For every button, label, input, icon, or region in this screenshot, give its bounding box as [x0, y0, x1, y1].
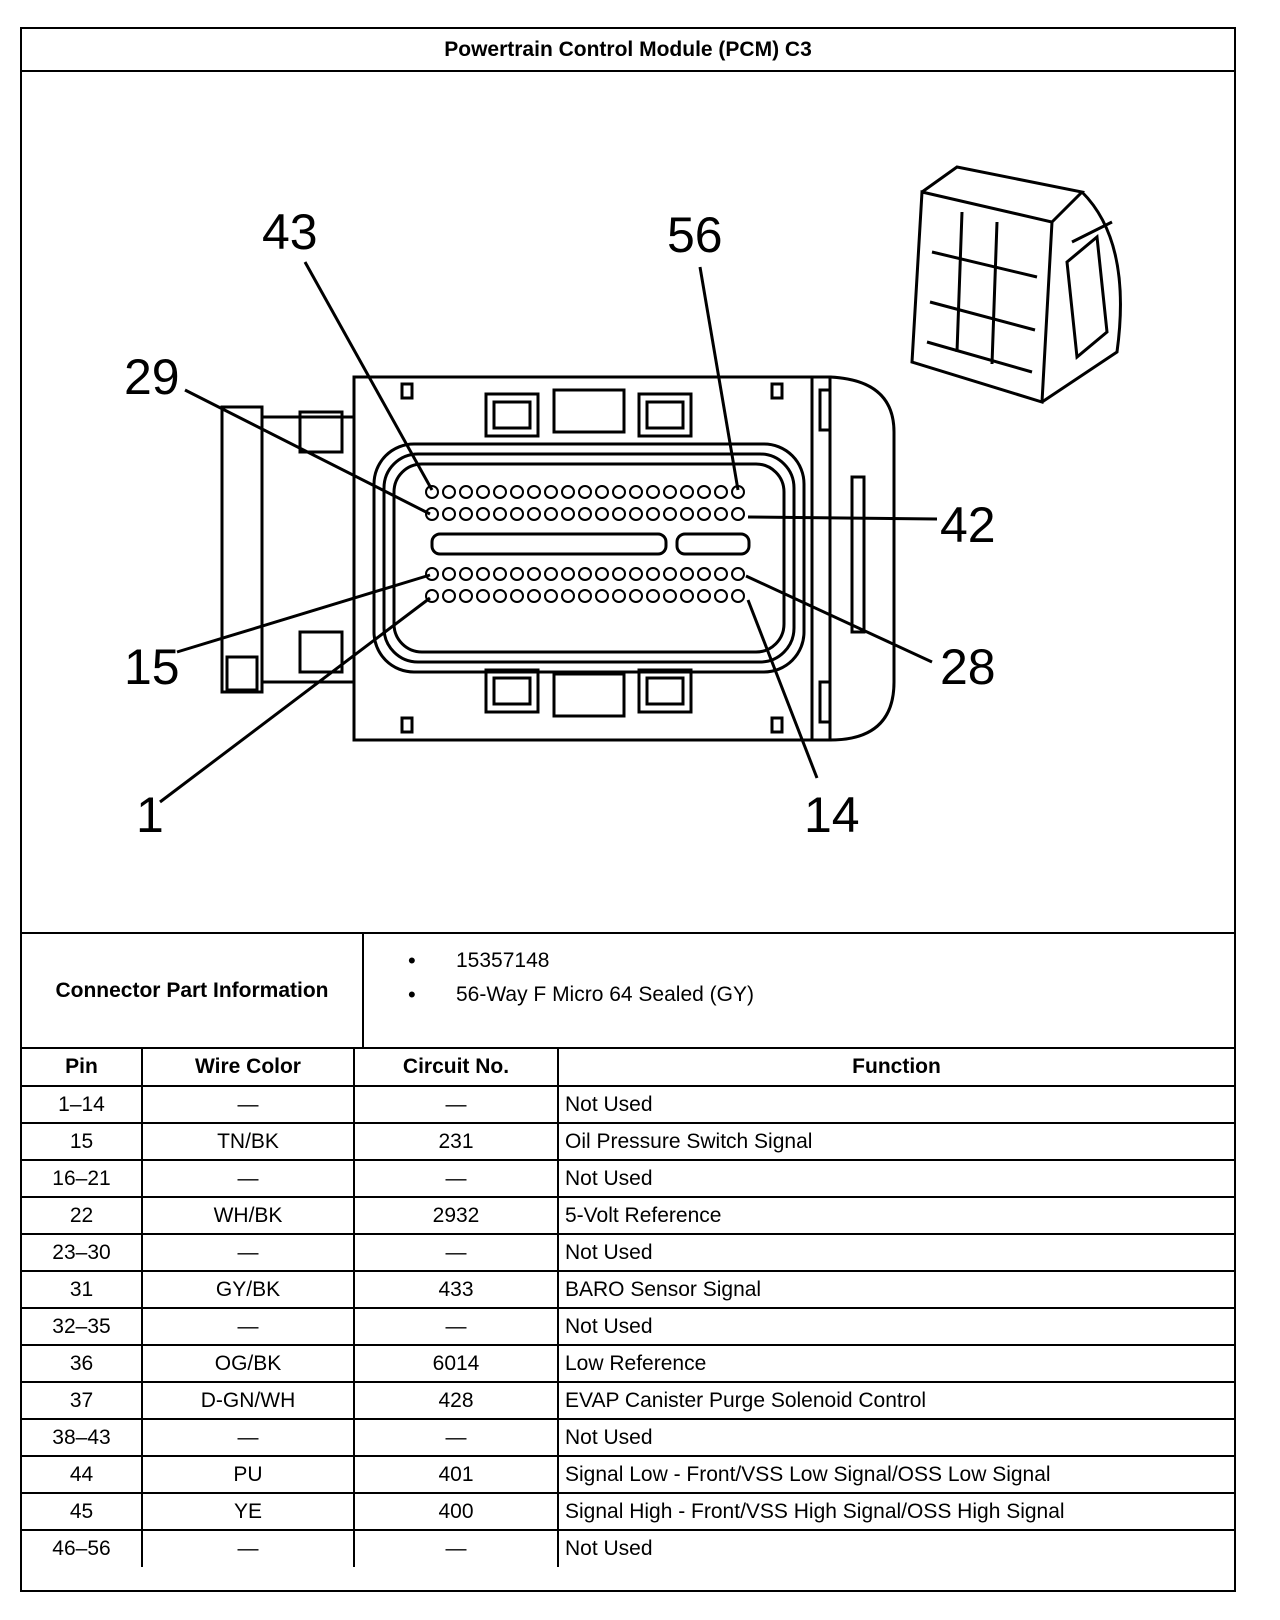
function-cell: Not Used [557, 1159, 1234, 1198]
pin-cell: 15 [22, 1122, 143, 1161]
circuit-cell: — [353, 1233, 559, 1272]
wire-color-cell: — [141, 1085, 355, 1124]
connector-part-information: Connector Part Information 15357148 56-W… [22, 932, 1234, 1049]
wire-color-cell: TN/BK [141, 1122, 355, 1161]
lower-pin-cavities [425, 567, 745, 603]
circuit-cell: 231 [353, 1122, 559, 1161]
column-header-pin: Pin [22, 1049, 143, 1087]
function-cell: Not Used [557, 1307, 1234, 1346]
circuit-cell: — [353, 1085, 559, 1124]
pin-cell: 44 [22, 1455, 143, 1494]
wire-color-cell: WH/BK [141, 1196, 355, 1235]
callout-pin-29: 29 [124, 349, 180, 405]
table-header-row: Pin Wire Color Circuit No. Function [22, 1049, 1234, 1087]
connector-perspective-view [910, 165, 1122, 404]
callout-pin-56: 56 [667, 207, 723, 263]
callout-leaders [159, 261, 938, 804]
wire-color-cell: — [141, 1233, 355, 1272]
circuit-cell: — [353, 1418, 559, 1457]
wire-color-cell: D-GN/WH [141, 1381, 355, 1420]
circuit-cell: 6014 [353, 1344, 559, 1383]
connector-diagram: 43 56 29 42 15 28 1 14 [22, 72, 1234, 932]
wire-color-cell: GY/BK [141, 1270, 355, 1309]
callout-pin-42: 42 [940, 497, 996, 553]
pin-cell: 1–14 [22, 1085, 143, 1124]
page-title: Powertrain Control Module (PCM) C3 [22, 29, 1234, 72]
wire-color-cell: — [141, 1529, 355, 1567]
circuit-cell: — [353, 1307, 559, 1346]
function-cell: Not Used [557, 1233, 1234, 1272]
part-number: 15357148 [404, 944, 754, 978]
column-header-circuit-no: Circuit No. [353, 1049, 559, 1087]
connector-info-list: 15357148 56-Way F Micro 64 Sealed (GY) [404, 944, 754, 1012]
circuit-cell: 401 [353, 1455, 559, 1494]
wire-color-cell: OG/BK [141, 1344, 355, 1383]
callout-pin-28: 28 [940, 639, 996, 695]
table-row: 38–43——Not Used [22, 1418, 1234, 1457]
callout-pin-14: 14 [804, 787, 860, 843]
table-row: 23–30——Not Used [22, 1233, 1234, 1272]
pin-cell: 23–30 [22, 1233, 143, 1272]
table-row: 1–14——Not Used [22, 1085, 1234, 1124]
pin-cell: 36 [22, 1344, 143, 1383]
function-cell: 5-Volt Reference [557, 1196, 1234, 1235]
column-header-function: Function [557, 1049, 1234, 1087]
function-cell: Oil Pressure Switch Signal [557, 1122, 1234, 1161]
pin-cell: 38–43 [22, 1418, 143, 1457]
upper-pin-cavities [425, 485, 745, 521]
wire-color-cell: YE [141, 1492, 355, 1531]
wire-color-cell: PU [141, 1455, 355, 1494]
connector-end-view-sheet: Powertrain Control Module (PCM) C3 [20, 27, 1236, 1592]
callout-pin-43: 43 [262, 204, 318, 260]
table-row: 46–56——Not Used [22, 1529, 1234, 1567]
function-cell: Not Used [557, 1529, 1234, 1567]
column-header-wire-color: Wire Color [141, 1049, 355, 1087]
table-row: 32–35——Not Used [22, 1307, 1234, 1346]
table-row: 16–21——Not Used [22, 1159, 1234, 1198]
pin-cell: 46–56 [22, 1529, 143, 1567]
connector-description: 56-Way F Micro 64 Sealed (GY) [404, 978, 754, 1012]
pin-cell: 32–35 [22, 1307, 143, 1346]
callout-pin-15: 15 [124, 639, 180, 695]
circuit-cell: 433 [353, 1270, 559, 1309]
function-cell: EVAP Canister Purge Solenoid Control [557, 1381, 1234, 1420]
function-cell: Signal Low - Front/VSS Low Signal/OSS Lo… [557, 1455, 1234, 1494]
function-cell: BARO Sensor Signal [557, 1270, 1234, 1309]
pin-cell: 45 [22, 1492, 143, 1531]
wire-color-cell: — [141, 1418, 355, 1457]
wire-color-cell: — [141, 1307, 355, 1346]
circuit-cell: — [353, 1159, 559, 1198]
pin-cell: 22 [22, 1196, 143, 1235]
callout-pin-1: 1 [136, 787, 164, 843]
pin-cell: 31 [22, 1270, 143, 1309]
pinout-table: Pin Wire Color Circuit No. Function 1–14… [22, 1049, 1234, 1567]
function-cell: Not Used [557, 1085, 1234, 1124]
pin-cell: 37 [22, 1381, 143, 1420]
circuit-cell: 400 [353, 1492, 559, 1531]
connector-info-label: Connector Part Information [22, 934, 364, 1047]
function-cell: Low Reference [557, 1344, 1234, 1383]
wire-color-cell: — [141, 1159, 355, 1198]
circuit-cell: 428 [353, 1381, 559, 1420]
circuit-cell: 2932 [353, 1196, 559, 1235]
circuit-cell: — [353, 1529, 559, 1567]
function-cell: Signal High - Front/VSS High Signal/OSS … [557, 1492, 1234, 1531]
pin-cell: 16–21 [22, 1159, 143, 1198]
connector-drawing [159, 165, 1122, 804]
function-cell: Not Used [557, 1418, 1234, 1457]
